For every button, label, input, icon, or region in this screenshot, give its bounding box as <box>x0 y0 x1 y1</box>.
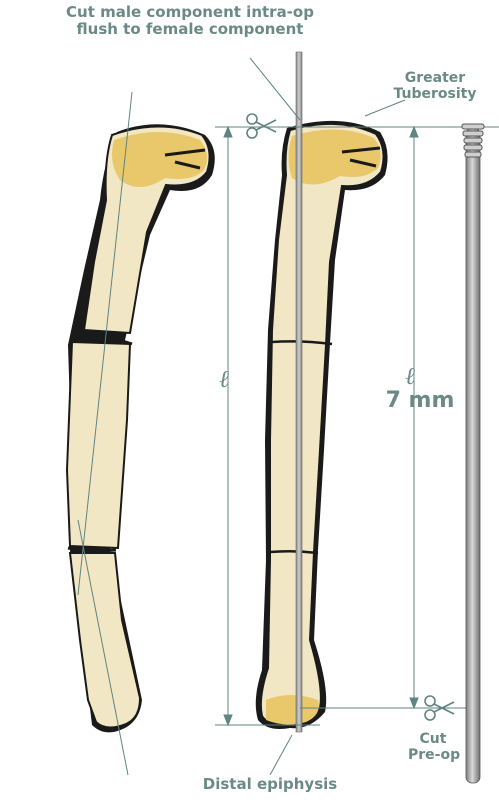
cut-intraop-label: Cut male component intra-op flush to fem… <box>20 4 360 39</box>
greater-tuberosity-leader <box>365 100 405 116</box>
right-rod-body <box>466 128 480 783</box>
distal-epiphysis-leader <box>270 735 292 775</box>
cut-preop-line1: Cut <box>408 731 458 747</box>
cut-intraop-line2: flush to female component <box>20 21 360 38</box>
cut-intraop-line1: Cut male component intra-op <box>20 4 360 21</box>
right-rod-thread <box>462 124 484 157</box>
middle-humerus <box>250 52 405 775</box>
left-humerus-middle <box>67 342 130 548</box>
length-offset-label: 7 mm <box>380 388 460 413</box>
right-rod <box>462 124 484 783</box>
distal-epiphysis-label: Distal epiphysis <box>185 776 355 793</box>
cut-intraop-leader <box>250 58 300 120</box>
cut-preop-label: Cut Pre-op <box>408 731 458 763</box>
length-symbol-left: ℓ <box>219 365 229 394</box>
dimension-lines <box>215 127 499 725</box>
left-humerus <box>67 92 215 775</box>
cut-preop-line2: Pre-op <box>408 747 458 763</box>
greater-tuberosity-line2: Tuberosity <box>385 86 485 102</box>
greater-tuberosity-label: Greater Tuberosity <box>385 70 485 102</box>
left-humerus-distal <box>70 553 140 728</box>
length-symbol-right: ℓ <box>405 362 415 391</box>
greater-tuberosity-line1: Greater <box>385 70 485 86</box>
middle-rod <box>296 52 302 732</box>
scissors-icon <box>247 114 276 138</box>
